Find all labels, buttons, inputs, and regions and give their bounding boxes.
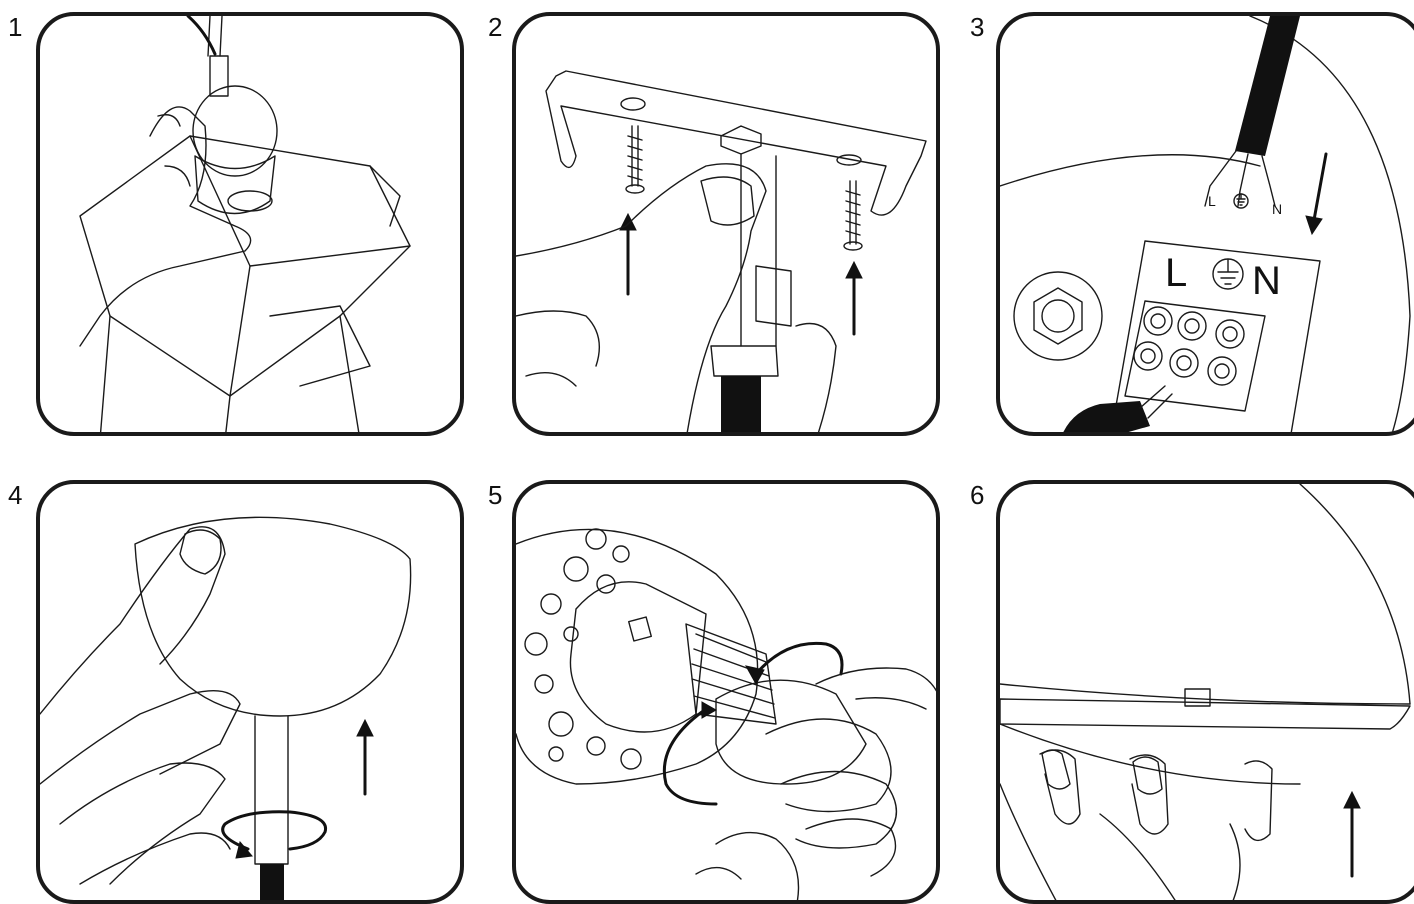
step-5-illustration [516, 484, 940, 904]
step-number-3: 3 [970, 14, 984, 40]
step-5-panel [512, 480, 940, 904]
rotate-arrow-icon [746, 643, 842, 684]
step-number-5: 5 [488, 482, 502, 508]
step-6-panel [996, 480, 1414, 904]
step-3-illustration: L N L N [1000, 16, 1414, 436]
up-arrow-icon [620, 214, 636, 294]
terminal-label-n: N [1252, 259, 1281, 303]
terminal-label-l: L [1165, 251, 1187, 295]
down-arrow-icon [1306, 154, 1326, 234]
step-number-4: 4 [8, 482, 22, 508]
earth-ground-icon [1234, 194, 1248, 208]
step-3-panel: L N L N [996, 12, 1414, 436]
wire-label-n: N [1272, 201, 1282, 217]
up-arrow-icon [1344, 792, 1360, 876]
step-2-illustration [516, 16, 940, 436]
rotate-arrow-icon [223, 812, 326, 858]
step-6-illustration [1000, 484, 1414, 904]
up-arrow-icon [846, 262, 862, 334]
step-number-2: 2 [488, 14, 502, 40]
step-number-1: 1 [8, 14, 22, 40]
step-4-illustration [40, 484, 464, 904]
step-2-panel [512, 12, 940, 436]
wire-label-l: L [1208, 193, 1216, 209]
step-number-6: 6 [970, 482, 984, 508]
up-arrow-icon [357, 720, 373, 794]
step-1-panel [36, 12, 464, 436]
step-1-illustration [40, 16, 464, 436]
step-4-panel [36, 480, 464, 904]
earth-ground-icon [1213, 259, 1243, 289]
